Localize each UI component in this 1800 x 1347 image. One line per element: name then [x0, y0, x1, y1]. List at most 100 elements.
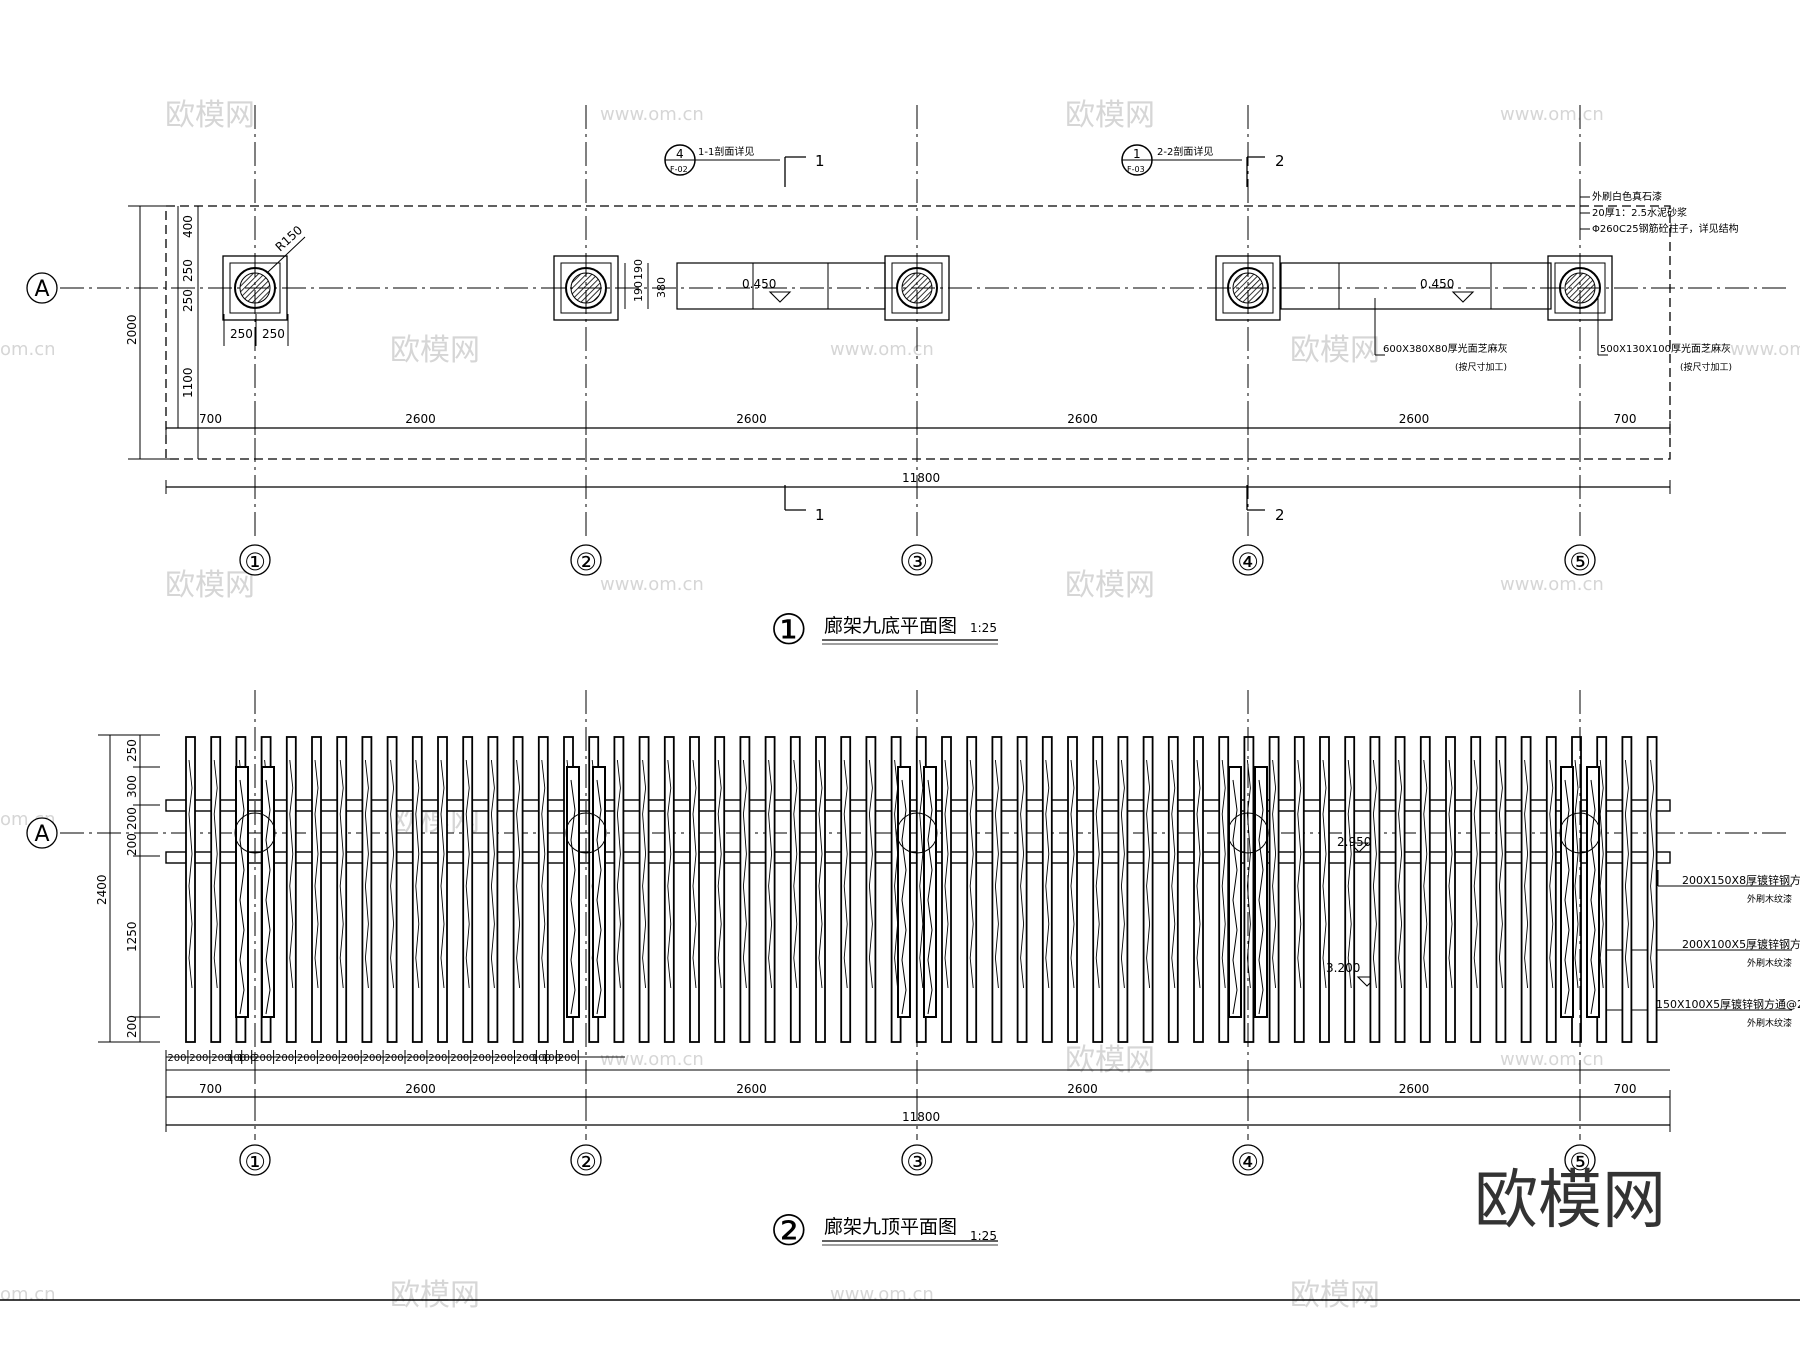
- bay-dim: 700: [199, 1082, 222, 1096]
- slat-grain: [1120, 759, 1125, 989]
- watermark-short: om.cn: [0, 1284, 56, 1305]
- vertical-dim: 250: [181, 289, 195, 312]
- vertical-dim: 200: [125, 807, 139, 830]
- timber-slat: [1268, 736, 1280, 1043]
- spacing-dim: 100: [542, 1053, 561, 1064]
- slat-grain: [1171, 759, 1176, 989]
- slat-grain: [1272, 759, 1277, 989]
- spacing-dim: 200: [167, 1053, 186, 1064]
- watermark-url: www.om.cn: [1500, 574, 1604, 595]
- axis-a-label: A: [34, 277, 49, 302]
- slat-grain: [717, 759, 722, 989]
- plan2-labels: 250 300 200 200 1250 200 2400 2.950 3.20…: [95, 739, 1800, 1255]
- grid-axis-label: ②: [575, 1148, 597, 1176]
- beam-dim: 380: [655, 277, 668, 298]
- timber-slat: [411, 736, 423, 1043]
- timber-slat: [1545, 736, 1557, 1043]
- beam-grain: [1232, 779, 1238, 1015]
- slat-grain: [1624, 759, 1629, 989]
- timber-slat: [1621, 736, 1633, 1043]
- callout-text: 200X150X8厚镀锌钢方通: [1682, 873, 1800, 887]
- main-beam: [592, 766, 606, 1018]
- slat-grain: [1398, 759, 1403, 989]
- watermark-brand: 欧模网: [165, 568, 255, 603]
- main-beam: [1586, 766, 1600, 1018]
- drawing-title: 廊架九顶平面图: [824, 1216, 957, 1238]
- timber-slat: [1293, 736, 1305, 1043]
- timber-slat: [991, 736, 1003, 1043]
- timber-slat: [1495, 736, 1507, 1043]
- grid-axis-label: ①: [244, 548, 266, 576]
- slat-grain: [1196, 759, 1201, 989]
- slat-grain: [1423, 759, 1428, 989]
- slat-grain: [1448, 759, 1453, 989]
- spacing-dim: 200: [428, 1053, 447, 1064]
- vertical-dim: 250: [125, 739, 139, 762]
- axis-a-bubble: [26, 272, 58, 304]
- grid-axis-label: ③: [906, 548, 928, 576]
- bay-dim: 2600: [736, 1082, 767, 1096]
- watermark-short: om.cn: [0, 339, 56, 360]
- timber-slat: [1319, 736, 1330, 1043]
- callout-note: (按尺寸加工): [1455, 361, 1507, 373]
- vertical-dim: 1250: [125, 921, 139, 952]
- plan1-beam-left: [676, 262, 886, 310]
- watermark-url: www.om.cn: [830, 339, 934, 360]
- section-ref-label: 2-2剖面详见: [1157, 145, 1213, 158]
- watermark-brand: 欧模网: [1290, 333, 1380, 368]
- overall-height-dim: 2000: [125, 314, 139, 345]
- plan1-frame: [60, 144, 1790, 511]
- spacing-dim: 200: [297, 1053, 316, 1064]
- slat-grain: [768, 759, 773, 989]
- grid-axis-bubble: [239, 1144, 271, 1176]
- watermark-url: www.om.cn: [1730, 339, 1800, 360]
- spacing-dim: 100: [532, 1053, 551, 1064]
- slat-grain: [314, 759, 319, 989]
- drawing-scale: 1:25: [970, 1229, 997, 1243]
- elevation-label: 0.450: [1420, 277, 1454, 291]
- timber-slat: [1092, 736, 1104, 1043]
- timber-slat: [462, 736, 474, 1043]
- timber-slat: [1419, 736, 1431, 1043]
- timber-slat: [1520, 736, 1532, 1043]
- watermark-url: www.om.cn: [830, 1284, 934, 1305]
- spacing-dim: 200: [406, 1053, 425, 1064]
- timber-slat: [1218, 736, 1230, 1043]
- timber-slat: [210, 736, 222, 1043]
- spacing-dim: 100: [237, 1053, 256, 1064]
- timber-slat: [789, 736, 801, 1043]
- watermark-url: www.om.cn: [600, 1049, 704, 1070]
- col-dim: 250: [230, 327, 253, 341]
- main-beam: [235, 766, 249, 1018]
- timber-slat: [1470, 736, 1482, 1043]
- grid-axis-label: ④: [1237, 548, 1259, 576]
- beam-grain: [239, 779, 245, 1015]
- bay-dim: 700: [1614, 1082, 1637, 1096]
- watermark-url: www.om.cn: [1500, 1049, 1604, 1070]
- timber-slat: [815, 736, 826, 1043]
- timber-slat: [1445, 736, 1456, 1043]
- timber-slat: [638, 736, 650, 1043]
- plan1-canopy-outline: [165, 205, 1671, 460]
- beam-grain: [570, 779, 576, 1015]
- slat-grain: [1650, 759, 1655, 989]
- spacing-dim: 200: [472, 1053, 491, 1064]
- slat-grain: [364, 759, 369, 989]
- bay-dim: 700: [1614, 412, 1637, 426]
- grid-axis-bubble: [1564, 544, 1596, 576]
- timber-slat: [1142, 736, 1154, 1043]
- timber-slat: [941, 736, 952, 1043]
- overall-dim: 11800: [902, 1110, 940, 1124]
- watermark-url: www.om.cn: [600, 574, 704, 595]
- overall-dim: 11800: [902, 471, 940, 485]
- spacing-dim: 200: [516, 1053, 535, 1064]
- vertical-dim: 400: [181, 215, 195, 238]
- timber-slat: [336, 736, 348, 1043]
- slat-grain: [818, 759, 823, 989]
- grid-axis-bubble: [1564, 1144, 1596, 1176]
- slat-grain: [1372, 759, 1377, 989]
- brand-logo: 欧模网: [1474, 1164, 1666, 1238]
- callout-note: (按尺寸加工): [1680, 361, 1732, 373]
- timber-slat: [1067, 736, 1078, 1043]
